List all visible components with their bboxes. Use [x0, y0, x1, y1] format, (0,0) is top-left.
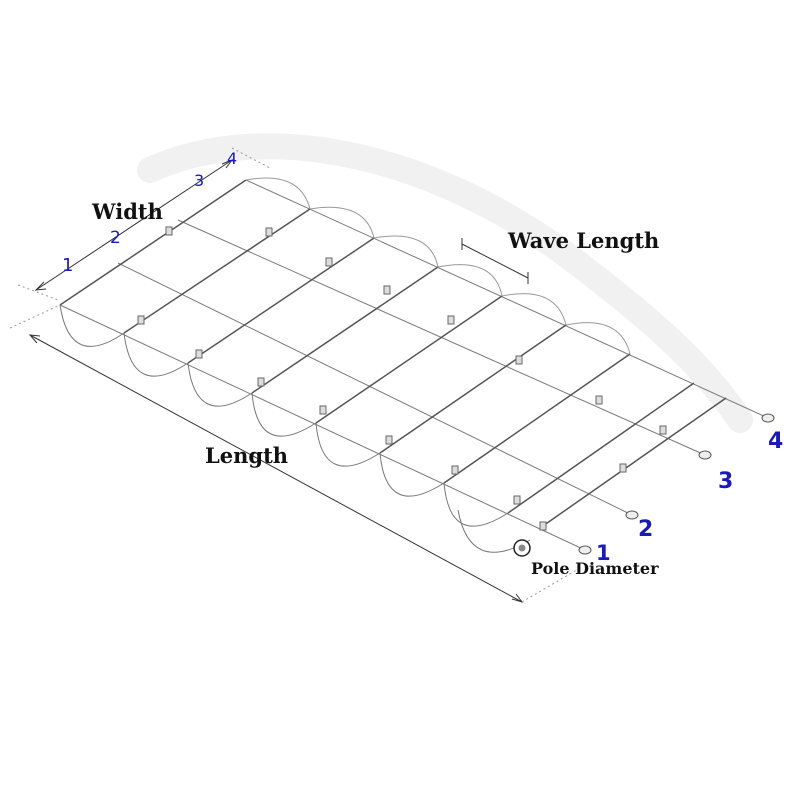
- fabric-wave: [437, 264, 503, 297]
- width-dimension-line: [35, 159, 233, 291]
- width-arrow-right: [221, 158, 234, 169]
- fabric-waves: [59, 304, 531, 553]
- width-extension: [17, 284, 59, 301]
- fabric-wave: [187, 362, 253, 407]
- clip: [451, 465, 459, 475]
- clip: [325, 257, 333, 267]
- wave-length-dimension-line: [461, 243, 529, 279]
- pole: [443, 353, 631, 484]
- length-dimension-line: [29, 334, 523, 603]
- cable-tensioners: [578, 413, 775, 555]
- pole: [379, 324, 567, 454]
- clip: [165, 226, 173, 236]
- pole: [59, 179, 247, 306]
- length-label: Length: [205, 443, 288, 468]
- poles: [59, 179, 727, 529]
- left-cable-number-1: 1: [62, 255, 73, 276]
- clip: [137, 315, 145, 325]
- length-extension: [521, 567, 581, 603]
- fabric-wave: [251, 392, 317, 437]
- pole-clips: [137, 226, 667, 531]
- length-arrow-right: [511, 593, 524, 603]
- pole: [539, 397, 727, 529]
- fabric-wave: [123, 332, 189, 377]
- fabric-waves-back: [245, 177, 631, 355]
- clip: [659, 425, 667, 435]
- fabric-wave: [501, 293, 567, 326]
- cable-1: [59, 304, 586, 551]
- clip: [619, 463, 627, 473]
- watermark-logo: [137, 133, 753, 433]
- right-cable-number-4: 4: [768, 429, 783, 454]
- width-label: Width: [91, 199, 163, 224]
- clip: [539, 521, 547, 531]
- wave-length-label: Wave Length: [507, 228, 659, 253]
- fabric-wave: [565, 322, 631, 355]
- right-cable-number-2: 2: [638, 517, 653, 542]
- fabric-wave: [315, 422, 381, 467]
- pole: [187, 237, 375, 364]
- tensioner-1: [578, 545, 592, 555]
- clip: [257, 377, 265, 387]
- clip: [447, 315, 455, 325]
- cable-4: [245, 179, 769, 419]
- fabric-wave: [373, 235, 439, 268]
- fabric-wave: [443, 482, 509, 527]
- pole-diameter-dot: [518, 544, 526, 552]
- pole: [251, 266, 439, 394]
- tensioner-4: [761, 413, 775, 423]
- width-extension: [231, 147, 271, 169]
- fabric-wave: [245, 177, 311, 210]
- clip: [513, 495, 521, 505]
- fabric-wave: [309, 206, 375, 239]
- left-cable-number-4: 4: [227, 149, 237, 168]
- left-cable-number-3: 3: [194, 171, 204, 190]
- pole: [123, 208, 311, 334]
- tensioner-3: [698, 450, 712, 460]
- clip: [385, 435, 393, 445]
- fabric-wave: [59, 304, 125, 347]
- cable-2: [117, 262, 633, 516]
- tensioner-2: [625, 510, 639, 520]
- length-extension: [9, 304, 61, 329]
- clip: [595, 395, 603, 405]
- fabric-wave: [379, 452, 445, 497]
- dimension-lines: [9, 147, 581, 603]
- clip: [515, 355, 523, 365]
- left-cable-number-2: 2: [110, 228, 121, 248]
- length-arrow-left: [28, 334, 41, 344]
- pole: [507, 382, 695, 514]
- pole: [315, 295, 503, 424]
- clip: [383, 285, 391, 295]
- pole-diameter-label: Pole Diameter: [531, 559, 659, 578]
- clip: [265, 227, 273, 237]
- clip: [195, 349, 203, 359]
- width-arrow-left: [34, 281, 47, 291]
- right-cable-number-1: 1: [596, 541, 611, 565]
- clip: [319, 405, 327, 415]
- frame-structure: [59, 177, 775, 557]
- right-cable-number-3: 3: [718, 469, 733, 494]
